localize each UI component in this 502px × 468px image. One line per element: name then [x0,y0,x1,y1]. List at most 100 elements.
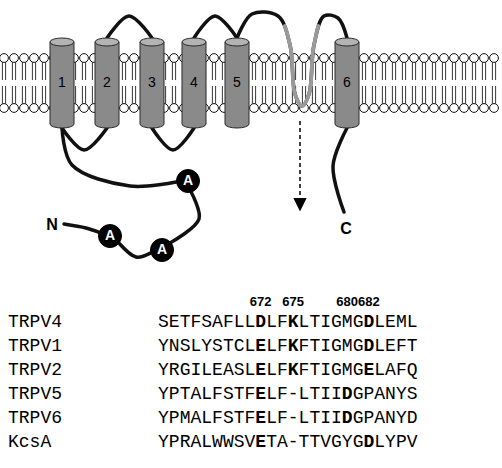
residue: Y [158,360,169,380]
residue: T [407,336,418,356]
lipid-tail [5,86,6,104]
residue: A [277,432,288,452]
lipid-tail [282,86,283,104]
residue: Y [396,384,407,404]
residue: E [212,360,223,380]
residue: T [309,384,320,404]
lipid-tail [415,62,416,80]
lipid-head [380,104,389,113]
sequence-row: YNSLYSTCLELFKFTIGMGDLEFT [158,337,418,355]
lipid-tail [45,62,46,80]
lipid-head [390,54,399,63]
sequence-name: TRPV5 [8,385,62,403]
lipid-head [250,104,259,113]
lipid-tail [372,62,373,80]
loop-connector [119,244,150,258]
lipid-head [210,104,219,113]
lipid-tail [452,62,453,80]
lipid-tail [172,86,173,104]
lipid-head [430,54,439,63]
residue: F [277,408,288,428]
residue: E [385,312,396,332]
lipid-tail [435,86,436,104]
helix-number: 6 [343,75,351,90]
lipid-tail [265,62,266,80]
lipid-tail [395,62,396,80]
helix-body [225,42,249,128]
lipid-tail [255,86,256,104]
residue: L [266,360,277,380]
residue: P [169,384,180,404]
helix-number: 4 [190,75,198,90]
lipid-tail [452,86,453,104]
lipid-tail [15,86,16,104]
residue: R [180,432,191,452]
lipid-tail [492,86,493,104]
c-terminal-tail [333,128,347,212]
residue: G [180,360,191,380]
residue: Y [158,336,169,356]
lipid-tail [45,86,46,104]
residue: E [363,360,374,380]
lipid-head [400,54,409,63]
residue: W [223,432,234,452]
lipid-tail [165,62,166,80]
residue: K [288,360,299,380]
lipid-tail [475,62,476,80]
lipid-tail [385,62,386,80]
residue: Y [342,432,353,452]
sequence-row: SETFSAFLLDLFKLTIGMGDLEML [158,313,418,331]
lipid-head [360,54,369,63]
residue: P [363,384,374,404]
lipid-head [40,54,49,63]
residue: G [331,336,342,356]
residue: F [396,336,407,356]
residue: L [374,432,385,452]
helix-number: 3 [148,75,156,90]
residue: A [212,312,223,332]
helix-number: 5 [233,75,241,90]
sequence-row: YPRALWWSVETA-TTVGYGDLYPV [158,433,418,451]
residue: F [212,408,223,428]
lipid-head [120,54,129,63]
residue: L [374,312,385,332]
lipid-head [20,54,29,63]
repeat-label: A [105,228,115,243]
lipid-tail [125,86,126,104]
transmembrane-helix: 6 [335,38,359,128]
helix-body [50,42,74,128]
residue: L [201,432,212,452]
residue: E [255,384,266,404]
helix-top [50,38,74,46]
residue: I [320,384,331,404]
residue: L [299,312,310,332]
lipid-tail [432,86,433,104]
lipid-head [410,54,419,63]
residue: L [299,408,310,428]
lipid-tail [32,86,33,104]
lipid-tail [365,62,366,80]
residue: F [190,312,201,332]
residue: A [374,408,385,428]
residue: A [190,408,201,428]
residue-number: 675 [282,295,304,308]
residue: T [180,312,191,332]
residue: Y [158,432,169,452]
lipid-tail [222,86,223,104]
lipid-tail [12,62,13,80]
lipid-head [370,54,379,63]
lipid-tail [135,86,136,104]
residue: I [320,336,331,356]
lipid-tail [372,86,373,104]
lipid-head [430,104,439,113]
residue: T [309,408,320,428]
residue: S [201,312,212,332]
residue: F [277,360,288,380]
lipid-head [10,104,19,113]
lipid-tail [332,62,333,80]
lipid-tail [212,86,213,104]
helix-body [335,42,359,128]
transmembrane-helix: 1 [50,38,74,128]
lipid-tail [322,86,323,104]
lipid-tail [175,62,176,80]
